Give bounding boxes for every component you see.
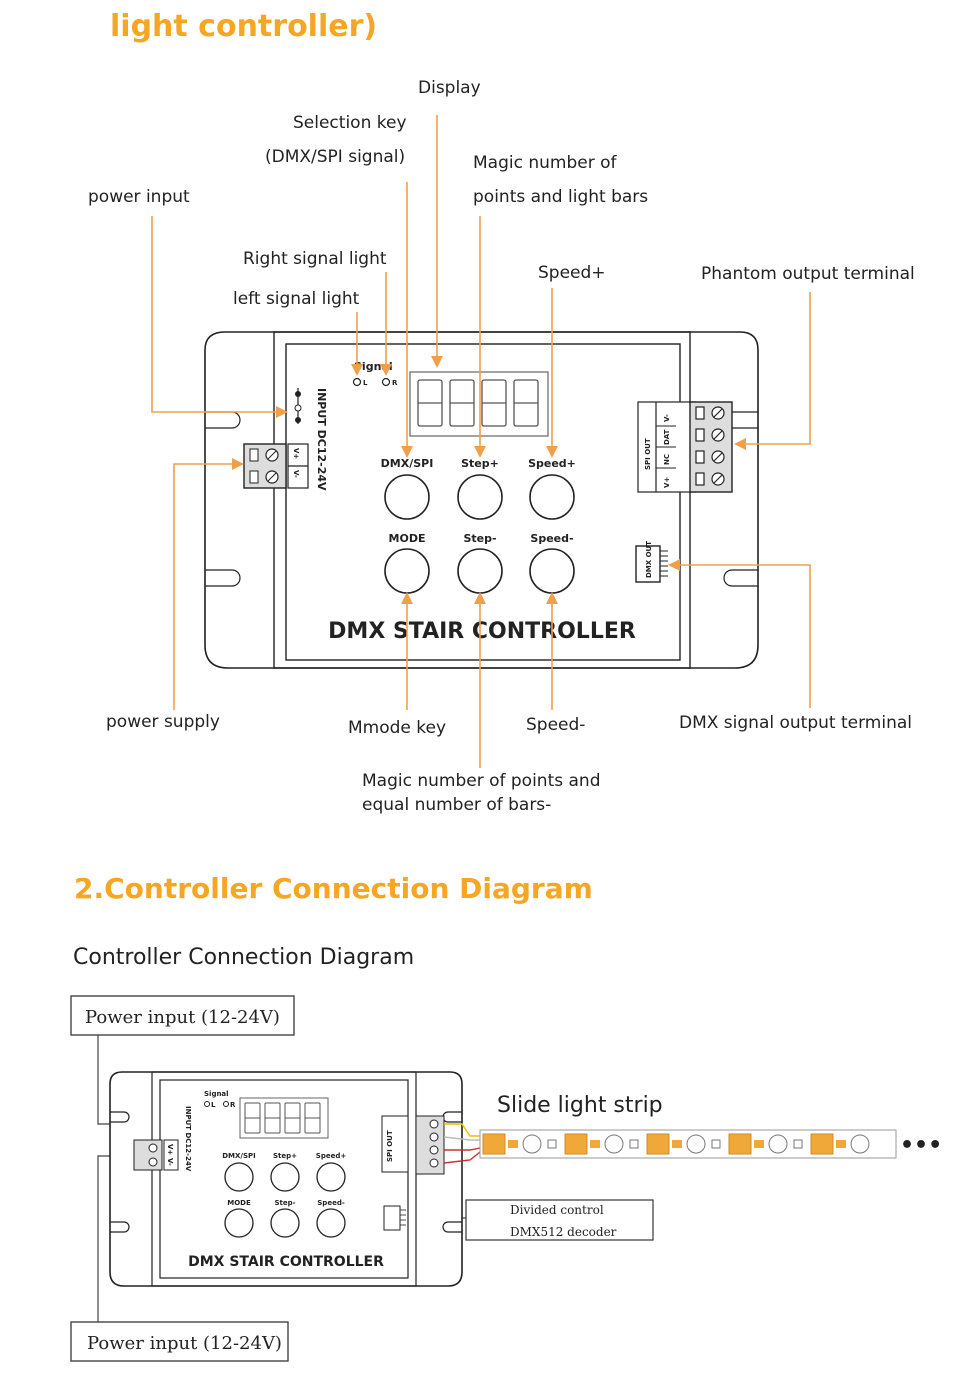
annotation-lines xyxy=(151,115,811,768)
section2-subheading: Controller Connection Diagram xyxy=(73,945,414,970)
decoder-box xyxy=(465,1199,654,1241)
annotation-display: Display xyxy=(418,78,481,98)
strip-label: Slide light strip xyxy=(497,1093,663,1118)
dmx-out-port xyxy=(635,545,661,583)
power-input-top-label: Power input (12-24V) xyxy=(85,1007,280,1028)
mount-slot-right-bottom xyxy=(723,569,758,587)
small-input-vminus: V- xyxy=(166,1158,174,1166)
small-key-mode[interactable] xyxy=(224,1208,254,1238)
small-key-step-plus-label: Step+ xyxy=(273,1152,297,1160)
led-strip-segments xyxy=(482,1133,870,1155)
small-right-led-label: R xyxy=(230,1101,236,1109)
annotation-right-signal-light: Right signal light xyxy=(243,249,387,269)
display-digits xyxy=(417,379,539,427)
power-input-bottom-box xyxy=(70,1321,289,1362)
small-key-speed-minus[interactable] xyxy=(316,1208,346,1238)
key-dmx-spi[interactable]: DMX/SPI xyxy=(381,457,434,520)
strip-wires xyxy=(443,1123,481,1164)
decoder-label-2: DMX512 decoder xyxy=(510,1225,617,1239)
strip-continuation-ellipsis: ••• xyxy=(900,1133,942,1158)
small-input-label: INPUT DC12-24V xyxy=(184,1106,192,1172)
key-dmx-spi-label: DMX/SPI xyxy=(381,457,434,470)
section2-heading: 2.Controller Connection Diagram xyxy=(74,872,593,905)
seven-segment-display xyxy=(409,371,549,437)
small-input-terminal xyxy=(133,1139,163,1171)
spi-terminal-screws xyxy=(695,406,725,486)
key-step-minus-label: Step- xyxy=(463,532,496,545)
key-speed-minus[interactable]: Speed- xyxy=(529,532,575,594)
annotation-power-supply: power supply xyxy=(106,712,220,732)
key-speed-minus-label: Speed- xyxy=(530,532,573,545)
spi-pin-nc: NC xyxy=(663,454,671,465)
small-key-step-plus[interactable] xyxy=(270,1162,300,1192)
device-name: DMX STAIR CONTROLLER xyxy=(328,619,636,644)
spi-pin-vminus: V- xyxy=(663,414,671,422)
key-mode[interactable]: MODE xyxy=(384,532,430,594)
key-speed-plus-label: Speed+ xyxy=(528,457,576,470)
small-key-mode-label: MODE xyxy=(227,1199,251,1207)
small-key-step-minus[interactable] xyxy=(270,1208,300,1238)
small-signal-label: Signal xyxy=(204,1090,229,1098)
dmx-out-label: DMX OUT xyxy=(645,541,653,578)
led-strip xyxy=(479,1129,897,1159)
key-step-plus[interactable]: Step+ xyxy=(457,457,503,520)
input-vplus-label: V+ xyxy=(292,448,300,459)
small-left-led-label: L xyxy=(211,1101,216,1109)
small-key-speed-plus[interactable] xyxy=(316,1162,346,1192)
key-mode-label: MODE xyxy=(389,532,426,545)
small-dmx-out-port xyxy=(383,1205,401,1231)
controller-device-large: Signal L R INPUT DC12-24V V+ V- xyxy=(204,331,759,669)
annotation-left-signal-light: left signal light xyxy=(233,289,360,309)
input-vminus-label: V- xyxy=(292,470,300,478)
left-led-label: L xyxy=(363,379,368,387)
annotation-magic-up-2: points and light bars xyxy=(473,187,648,207)
small-spi-out-label: SPI OUT xyxy=(386,1130,394,1162)
annotation-power-input: power input xyxy=(88,187,190,207)
annotation-mmode-key: Mmode key xyxy=(348,718,446,738)
dmx-port-pins-icon xyxy=(660,550,668,577)
annotation-selection-key-1: Selection key xyxy=(293,113,407,133)
annotation-phantom-output: Phantom output terminal xyxy=(701,264,915,284)
device-body xyxy=(273,331,691,669)
annotation-magic-down-1: Magic number of points and xyxy=(362,771,601,791)
power-input-top-box xyxy=(70,995,295,1036)
spi-out-label: SPI OUT xyxy=(644,438,652,470)
left-led-icon xyxy=(352,377,362,387)
small-key-speed-minus-label: Speed- xyxy=(317,1199,345,1207)
key-speed-plus[interactable]: Speed+ xyxy=(528,457,576,520)
annotation-magic-down-2: equal number of bars- xyxy=(362,795,551,815)
controller-device-small: Signal L R INPUT DC12-24V V+ V- DMX/SPI … xyxy=(109,1071,463,1287)
small-device-name: DMX STAIR CONTROLLER xyxy=(188,1254,384,1270)
annotation-dmx-output: DMX signal output terminal xyxy=(679,713,912,733)
decoder-label-1: Divided control xyxy=(510,1203,604,1217)
power-polarity-symbol xyxy=(294,388,302,424)
spi-pin-vplus: V+ xyxy=(663,477,671,488)
annotation-speed-minus: Speed- xyxy=(526,715,585,735)
header-title: light controller) xyxy=(110,9,377,44)
small-key-speed-plus-label: Speed+ xyxy=(316,1152,347,1160)
key-step-plus-label: Step+ xyxy=(461,457,499,470)
annotation-speed-plus: Speed+ xyxy=(538,263,606,283)
small-key-step-minus-label: Step- xyxy=(274,1199,295,1207)
input-label: INPUT DC12-24V xyxy=(315,388,328,491)
power-input-bottom-label: Power input (12-24V) xyxy=(87,1333,282,1354)
mount-slot-left-bottom xyxy=(205,569,241,587)
right-led-label: R xyxy=(392,379,398,387)
spi-pin-dat: DAT xyxy=(663,429,671,445)
small-input-vplus: V+ xyxy=(166,1144,174,1155)
small-key-dmx-spi[interactable] xyxy=(224,1162,254,1192)
annotation-magic-up-1: Magic number of xyxy=(473,153,618,173)
annotation-selection-key-2: (DMX/SPI signal) xyxy=(265,147,405,167)
key-step-minus[interactable]: Step- xyxy=(457,532,503,594)
right-led-icon xyxy=(381,377,391,387)
small-key-dmx-spi-label: DMX/SPI xyxy=(222,1152,256,1160)
